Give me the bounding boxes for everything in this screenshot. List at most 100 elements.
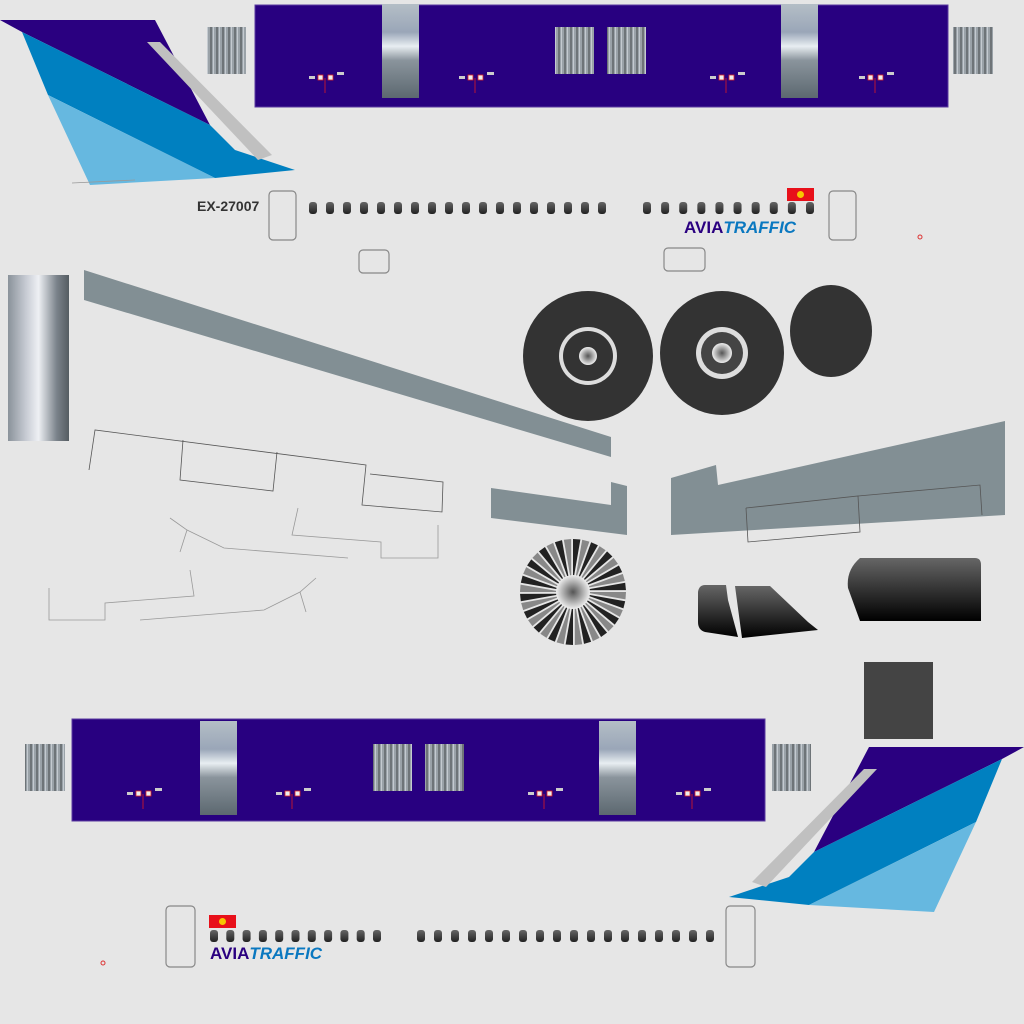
wheel: [523, 291, 653, 421]
window: [451, 930, 459, 942]
fan-blade: [574, 601, 583, 645]
window: [373, 930, 381, 942]
window: [787, 202, 796, 214]
window: [513, 202, 521, 214]
marking: [135, 790, 142, 797]
window: [530, 202, 538, 214]
marking: [859, 76, 865, 79]
window: [445, 202, 453, 214]
marking: [867, 74, 874, 81]
fan-blade: [574, 539, 590, 583]
window: [604, 930, 612, 942]
window: [570, 930, 578, 942]
fan-blade: [528, 598, 566, 627]
window: [697, 202, 706, 214]
marking: [728, 74, 735, 81]
fan-blade: [538, 547, 567, 585]
fan-blade: [533, 599, 567, 633]
marking: [546, 790, 553, 797]
fan-blade: [546, 542, 568, 584]
marking: [284, 790, 291, 797]
marking: [294, 790, 301, 797]
window: [307, 930, 316, 942]
fan-blade: [576, 601, 592, 644]
fan-blade: [579, 599, 608, 637]
fuselage-band-top: [207, 4, 993, 108]
marking: [477, 74, 484, 81]
airline-logo-bottom: AVIATRAFFIC: [210, 944, 323, 963]
fan-blade: [579, 551, 613, 585]
marking: [528, 792, 534, 795]
fan-blade: [580, 598, 614, 632]
window: [275, 930, 284, 942]
marking: [684, 790, 691, 797]
marking: [556, 788, 563, 791]
fan-blade: [532, 552, 566, 586]
marking: [738, 72, 745, 75]
fan-blade: [520, 593, 564, 602]
fan-blade: [554, 540, 570, 583]
fan-blade: [523, 597, 565, 619]
fan-blade: [563, 539, 572, 583]
marking: [337, 72, 344, 75]
window: [340, 930, 349, 942]
tire: [790, 285, 872, 377]
fan-blade: [576, 542, 598, 583]
window: [806, 202, 814, 214]
marking: [487, 72, 494, 75]
fan-blade: [520, 575, 564, 591]
wing-strip: [84, 270, 611, 457]
engine-fan: [520, 539, 626, 645]
marker: [917, 234, 923, 240]
marking: [327, 74, 334, 81]
fan-blade: [578, 546, 606, 584]
window: [210, 930, 218, 942]
metal-panel: [8, 275, 69, 441]
window: [411, 202, 419, 214]
marking: [317, 74, 324, 81]
fan-blade: [548, 601, 570, 642]
window: [434, 930, 442, 942]
window: [242, 930, 251, 942]
wing-right: [671, 421, 1005, 535]
fan-blade: [578, 600, 600, 642]
door-front-top: [268, 190, 297, 241]
window: [587, 930, 595, 942]
window: [485, 930, 493, 942]
window: [621, 930, 629, 942]
window: [519, 930, 527, 942]
fan-blade: [527, 559, 565, 587]
marking: [887, 72, 894, 75]
fan-blade: [582, 582, 626, 591]
window: [547, 202, 555, 214]
marking: [309, 76, 315, 79]
fan-blade: [565, 602, 573, 645]
window: [496, 202, 504, 214]
fan-blade: [523, 567, 564, 589]
window: [564, 202, 572, 214]
window: [751, 202, 760, 214]
marker: [100, 960, 106, 966]
window: [502, 930, 510, 942]
marking: [304, 788, 311, 791]
door-rear-bottom: [725, 905, 756, 968]
radome-panel: [847, 558, 981, 621]
spinner: [556, 575, 590, 609]
flap: [491, 482, 627, 535]
window: [706, 930, 714, 942]
window: [356, 930, 365, 942]
window: [291, 930, 300, 942]
window: [672, 930, 680, 942]
airline-logo-top: AVIATRAFFIC: [684, 218, 797, 237]
marking: [276, 792, 282, 795]
window: [655, 930, 663, 942]
window-row-bottom: [210, 930, 714, 942]
marking: [127, 792, 133, 795]
door-rear-top: [828, 190, 857, 241]
marking: [694, 790, 701, 797]
fan-blade: [580, 557, 618, 586]
window: [643, 202, 651, 214]
fuselage-band-bottom: [25, 718, 811, 822]
